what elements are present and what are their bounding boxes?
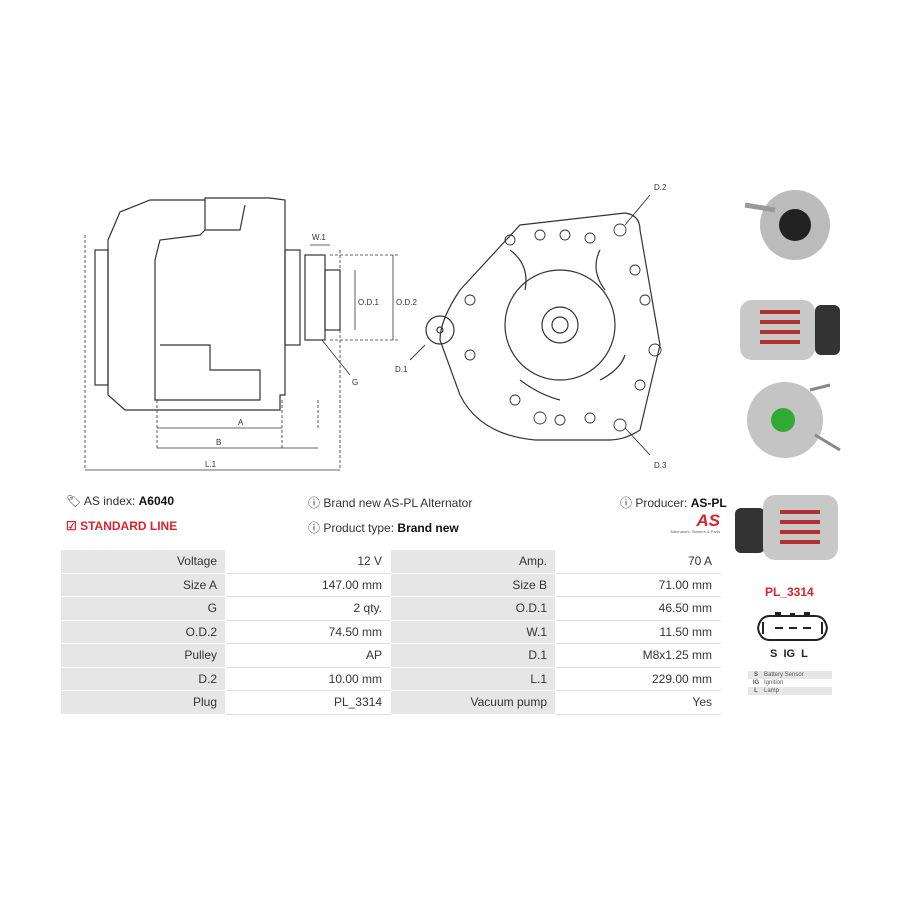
plug-connector-icon (756, 612, 829, 641)
spec-label: D.2 (60, 666, 226, 691)
label-w1: W.1 (312, 233, 326, 242)
pin-description: Battery Sensor (764, 672, 804, 678)
info-icon: ⓘ (620, 496, 633, 510)
plug-legend-row (748, 703, 832, 711)
plug-legend-row: L Lamp (748, 687, 832, 695)
spec-value: Yes (555, 690, 721, 715)
label-g: G (352, 378, 358, 387)
spec-value: 71.00 mm (555, 572, 721, 597)
pin-description: Ignition (764, 680, 784, 686)
as-index: 🏷 AS index: A6040 (66, 494, 174, 508)
spec-value: 74.50 mm (225, 619, 391, 644)
product-photo-side-2 (735, 480, 845, 568)
spec-value: M8x1.25 mm (555, 643, 721, 668)
spec-label: G (60, 596, 226, 621)
product-type: ⓘ Product type: Brand new (308, 521, 459, 535)
description: ⓘ Brand new AS-PL Alternator (308, 496, 473, 510)
label-a: A (238, 418, 244, 427)
label-od2: O.D.2 (396, 298, 417, 307)
as-pl-logo: AS Alternators, Starters & Parts (670, 511, 720, 534)
label-d2: D.2 (654, 183, 667, 192)
label-l1: L.1 (205, 460, 217, 469)
info-icon: ⓘ (308, 521, 321, 535)
label-od1: O.D.1 (358, 298, 379, 307)
label-d3: D.3 (654, 461, 667, 470)
spec-label: Amp. (390, 549, 556, 574)
spec-label: Vacuum pump (390, 690, 556, 715)
plug-name: PL_3314 (765, 585, 814, 599)
label-d1: D.1 (395, 365, 408, 374)
plug-legend-row: IG Ignition (748, 679, 832, 687)
spec-value: 12 V (225, 549, 391, 574)
spec-value: 147.00 mm (225, 572, 391, 597)
spec-value: 10.00 mm (225, 666, 391, 691)
spec-value: 70 A (555, 549, 721, 574)
product-photo-rear (735, 375, 845, 463)
pin-code: IG (752, 680, 760, 686)
plug-legend-row: S Battery Sensor (748, 671, 832, 679)
spec-label: D.1 (390, 643, 556, 668)
pin-code: S (753, 672, 758, 678)
spec-label: Plug (60, 690, 226, 715)
tag-icon: 🏷 (66, 494, 82, 508)
spec-value: PL_3314 (225, 690, 391, 715)
product-photo-side (735, 285, 845, 373)
spec-label: Voltage (60, 549, 226, 574)
spec-label: O.D.2 (60, 619, 226, 644)
standard-line-badge: ☑ STANDARD LINE (66, 519, 178, 533)
pin-description: Lamp (764, 688, 780, 694)
spec-label: Size A (60, 572, 226, 597)
spec-label: Pulley (60, 643, 226, 668)
product-photo-front (735, 180, 845, 268)
spec-label: Size B (390, 572, 556, 597)
label-b: B (216, 438, 221, 447)
spec-label: L.1 (390, 666, 556, 691)
producer: ⓘ Producer: AS-PL (620, 496, 727, 510)
spec-value: 229.00 mm (555, 666, 721, 691)
spec-value: 46.50 mm (555, 596, 721, 621)
plug-pins: S IG L (770, 648, 808, 660)
spec-label: W.1 (390, 619, 556, 644)
checkbox-icon: ☑ (66, 519, 77, 533)
spec-label: O.D.1 (390, 596, 556, 621)
spec-value: 2 qty. (225, 596, 391, 621)
info-icon: ⓘ (308, 496, 321, 510)
spec-value: AP (225, 643, 391, 668)
technical-drawing: W.1 O.D.1 O.D.2 G A B L.1 D.1 D.2 D.3 (84, 183, 667, 471)
spec-value: 11.50 mm (555, 619, 721, 644)
pin-code: L (754, 688, 758, 694)
